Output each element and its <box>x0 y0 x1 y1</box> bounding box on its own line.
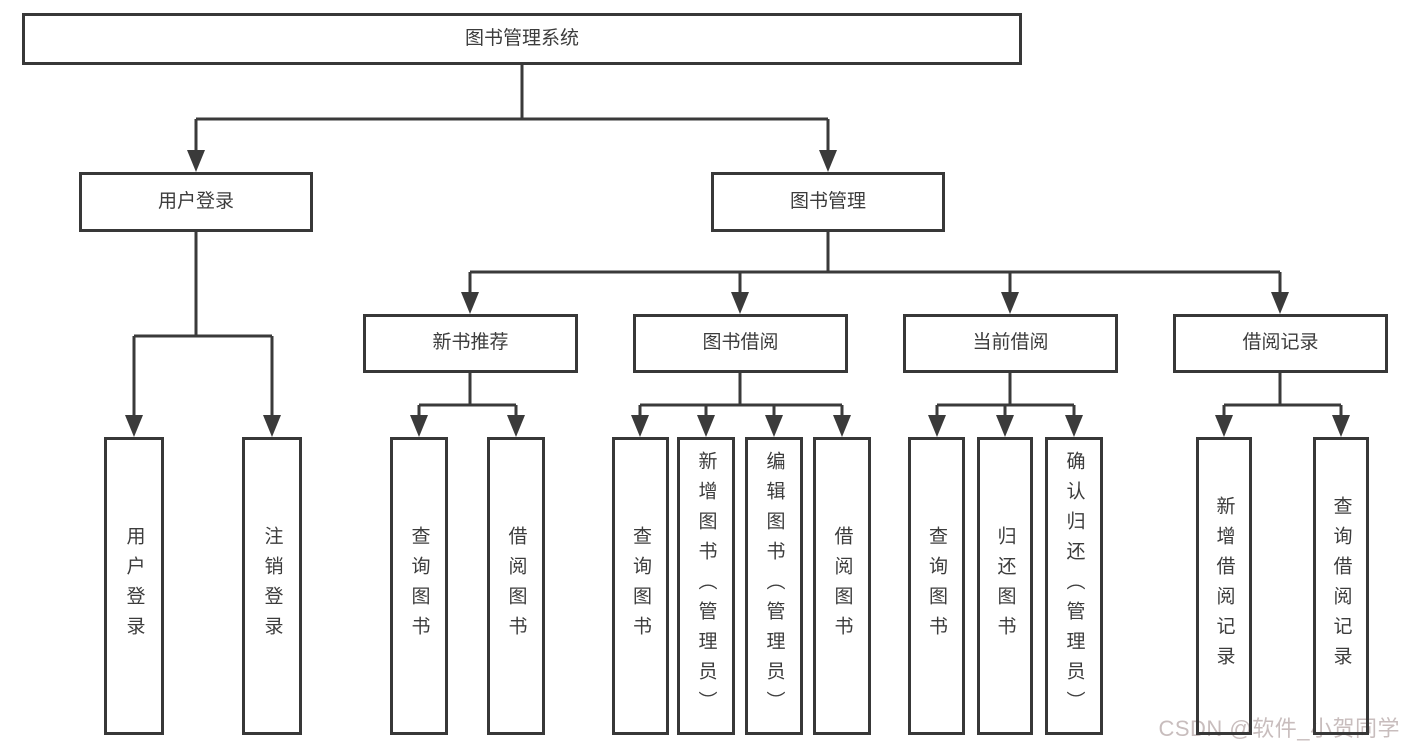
leaf-query-borrow-record: 查询借阅记录 <box>1313 437 1369 735</box>
box-library-system: 图书管理系统 <box>22 13 1022 65</box>
node-label: 图书管理系统 <box>464 27 579 49</box>
leaf-borrow-books-recommend: 借阅图书 <box>487 437 545 735</box>
node-label: 确认归还（管理员） <box>1063 451 1085 721</box>
connectors-book-management <box>461 232 1289 314</box>
box-current-borrowing: 当前借阅 <box>903 314 1118 373</box>
node-label: 注销登录 <box>261 526 283 646</box>
arrowhead-icon <box>507 415 525 437</box>
leaf-query-books-current: 查询图书 <box>908 437 965 735</box>
box-book-management: 图书管理 <box>711 172 945 232</box>
arrowhead-icon <box>1001 292 1019 314</box>
leaf-query-books-borrowing: 查询图书 <box>612 437 669 735</box>
connectors-current-borrowing <box>928 373 1083 437</box>
csdn-watermark: CSDN @软件_小贺同学 <box>1158 716 1400 741</box>
arrowhead-icon <box>410 415 428 437</box>
leaf-borrow-books-borrowing: 借阅图书 <box>813 437 871 735</box>
leaf-return-books: 归还图书 <box>977 437 1033 735</box>
node-label: 图书管理 <box>789 190 866 212</box>
arrowhead-icon <box>1332 415 1350 437</box>
node-label: 查询借阅记录 <box>1330 496 1352 676</box>
arrowhead-icon <box>697 415 715 437</box>
arrowhead-icon <box>125 415 143 437</box>
node-label: 新增图书（管理员） <box>695 451 717 721</box>
node-label: 查询图书 <box>408 526 430 646</box>
connectors-borrowing-records <box>1215 373 1350 437</box>
connectors-new-book-recommendation <box>410 373 525 437</box>
arrowhead-icon <box>731 292 749 314</box>
leaf-user-login: 用户登录 <box>104 437 164 735</box>
arrowhead-icon <box>819 150 837 172</box>
box-book-borrowing: 图书借阅 <box>633 314 848 373</box>
node-label: 新增借阅记录 <box>1213 496 1235 676</box>
node-label: 借阅记录 <box>1242 332 1319 354</box>
arrowhead-icon <box>833 415 851 437</box>
connectors-user-login <box>125 232 281 437</box>
connectors-root-to-level1 <box>187 65 837 172</box>
leaf-add-books-admin: 新增图书（管理员） <box>677 437 735 735</box>
arrowhead-icon <box>1215 415 1233 437</box>
node-label: 当前借阅 <box>972 332 1049 354</box>
connectors-book-borrowing <box>631 373 851 437</box>
node-label: 新书推荐 <box>432 332 509 354</box>
arrowhead-icon <box>996 415 1014 437</box>
arrowhead-icon <box>1065 415 1083 437</box>
arrowhead-icon <box>263 415 281 437</box>
arrowhead-icon <box>1271 292 1289 314</box>
leaf-query-books-recommend: 查询图书 <box>390 437 448 735</box>
leaf-logout-login: 注销登录 <box>242 437 302 735</box>
arrowhead-icon <box>461 292 479 314</box>
box-borrowing-records: 借阅记录 <box>1173 314 1388 373</box>
node-label: 编辑图书（管理员） <box>763 451 785 721</box>
arrowhead-icon <box>765 415 783 437</box>
box-new-book-recommendation: 新书推荐 <box>363 314 578 373</box>
node-label: 图书借阅 <box>702 332 779 354</box>
node-label: 查询图书 <box>926 526 947 646</box>
leaf-edit-books-admin: 编辑图书（管理员） <box>745 437 803 735</box>
node-label: 借阅图书 <box>505 526 527 646</box>
node-label: 查询图书 <box>630 526 651 646</box>
node-label: 归还图书 <box>994 526 1016 646</box>
arrowhead-icon <box>928 415 946 437</box>
node-label: 借阅图书 <box>831 526 853 646</box>
arrowhead-icon <box>631 415 649 437</box>
node-label: 用户登录 <box>157 190 234 212</box>
leaf-add-borrow-record: 新增借阅记录 <box>1196 437 1252 735</box>
arrowhead-icon <box>187 150 205 172</box>
leaf-confirm-return-admin: 确认归还（管理员） <box>1045 437 1103 735</box>
box-user-login: 用户登录 <box>79 172 313 232</box>
node-label: 用户登录 <box>123 526 145 646</box>
